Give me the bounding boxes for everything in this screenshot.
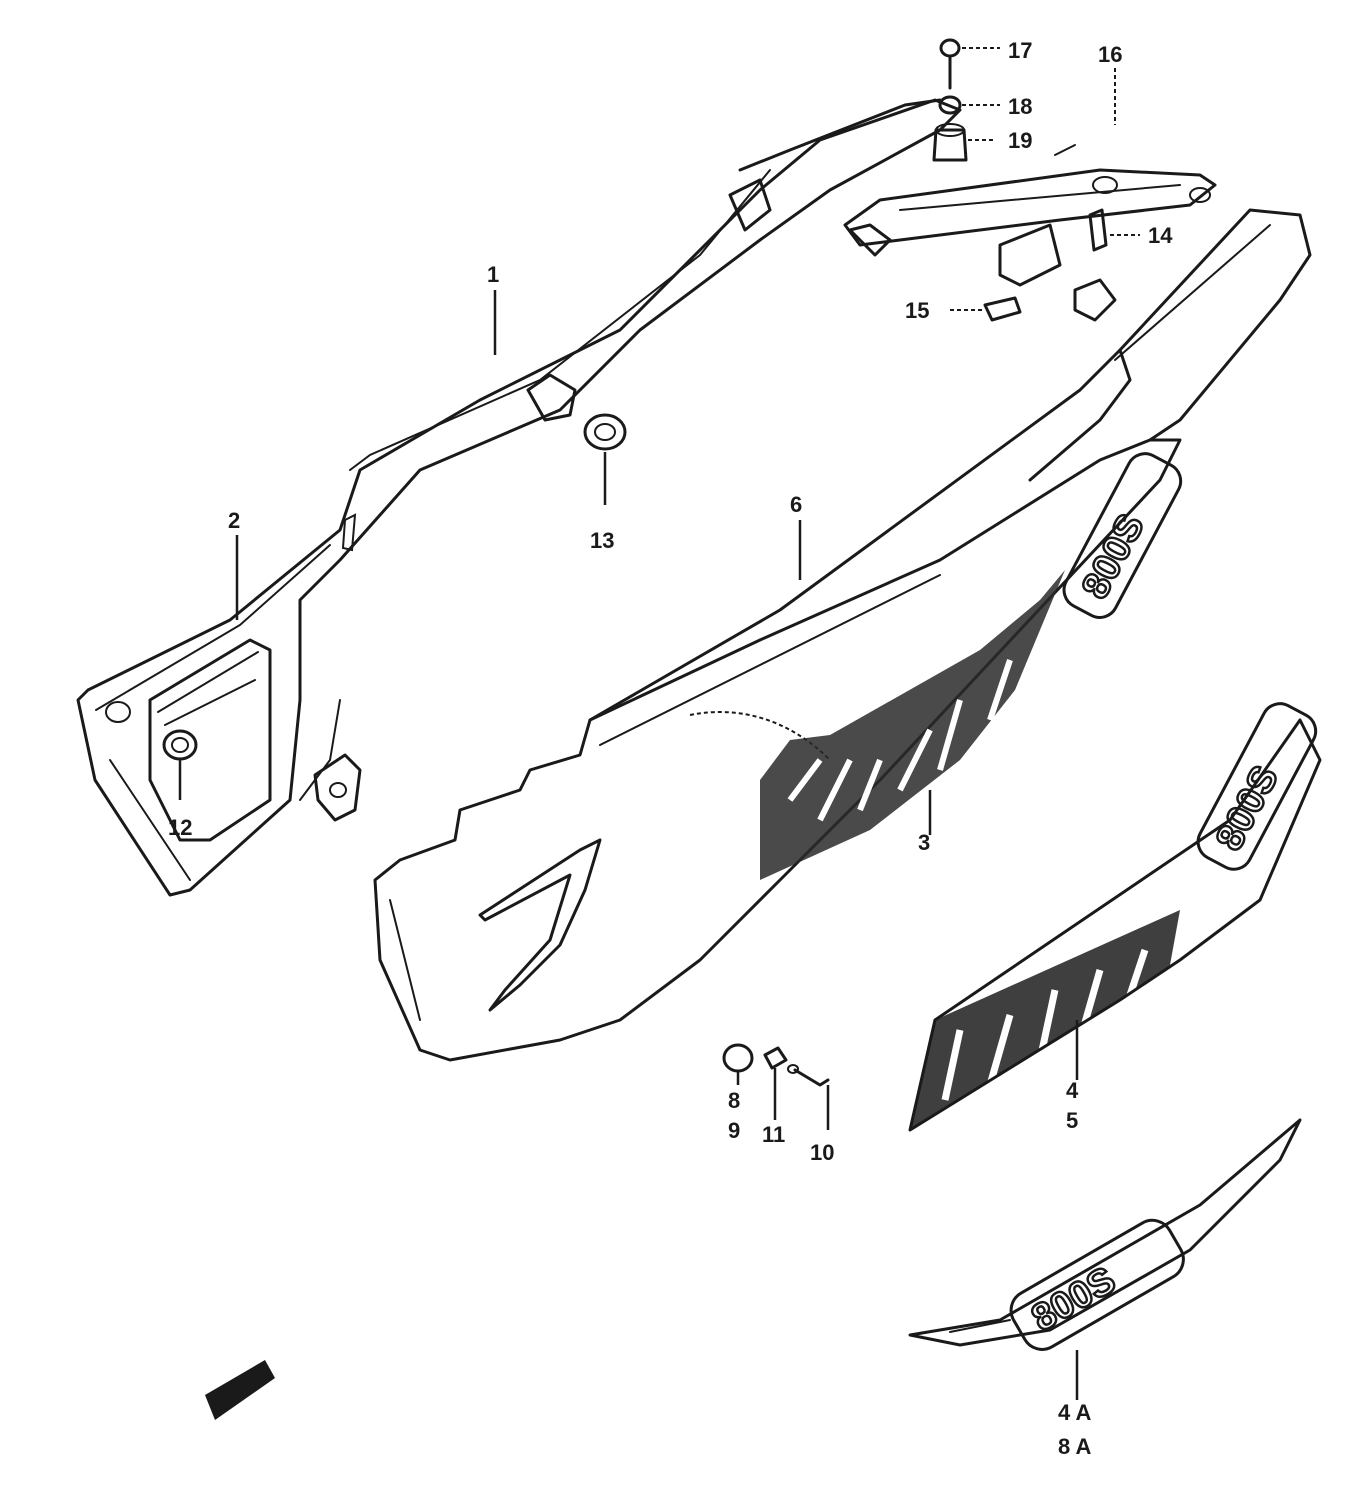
collar-19 [932,123,968,162]
callout-4a: 4 A [1058,1400,1092,1425]
callout-19: 19 [1008,128,1032,153]
leader-lines [178,47,1140,1400]
small-badge [205,1360,275,1420]
pad-15 [983,296,1022,322]
callout-14: 14 [1148,223,1173,248]
frame-cover-right [373,208,1312,1062]
callout-8: 8 [728,1088,740,1113]
side-vent-panel [148,638,272,842]
lower-bracket [313,753,362,822]
screw-10 [787,1064,830,1087]
callout-1: 1 [487,262,499,287]
decal-stripe-4 [910,910,1180,1130]
bolt-17 [939,38,961,90]
callout-2: 2 [228,508,240,533]
callout-4: 4 [1066,1078,1079,1103]
callout-9: 9 [728,1118,740,1143]
emblem-lower-text: 800S [1025,1259,1123,1340]
callout-15: 15 [905,298,929,323]
frame-cover-left [76,98,962,897]
grommet-12 [162,729,198,761]
callout-6: 6 [790,492,802,517]
emblem-lower: 800S [1009,1218,1185,1351]
grab-rail [728,98,942,257]
collar-11 [763,1046,788,1070]
callout-16: 16 [1098,42,1122,67]
decal-stripe-4-outline [908,718,1322,1132]
callout-13: 13 [590,528,614,553]
callout-18: 18 [1008,94,1032,119]
emblem-middle-text: 800S [1208,759,1287,857]
stripe-decal-3 [760,570,1065,880]
callout-11: 11 [762,1122,785,1147]
callout-17: 17 [1008,38,1032,63]
callout-10: 10 [810,1140,834,1165]
washer-18 [938,95,962,115]
grommet-13 [583,413,627,451]
clip-14 [1088,208,1108,252]
rear-carrier-16 [843,144,1217,322]
emblem-upper-text: 800S [1074,507,1153,605]
callout-8a: 8 A [1058,1434,1092,1459]
grommet-8 [722,1043,754,1073]
clip-upper [526,373,577,422]
callout-3: 3 [918,830,930,855]
callout-5: 5 [1066,1108,1078,1133]
callout-12: 12 [168,815,192,840]
decal-lower-4a [908,1118,1302,1347]
callout-labels: 1 2 3 4 5 6 8 9 10 11 12 13 14 15 16 17 … [168,38,1173,1459]
